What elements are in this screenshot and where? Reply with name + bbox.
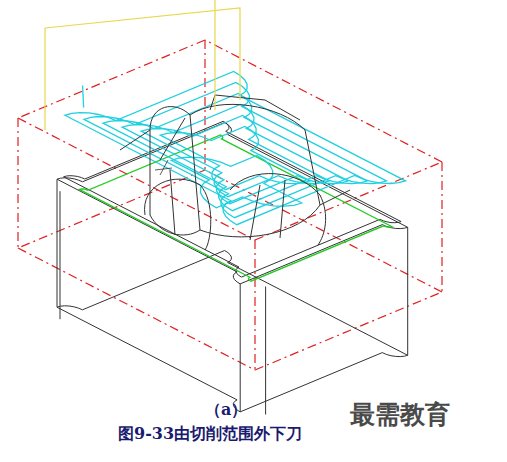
drawing-stroke <box>57 251 408 412</box>
drawing-stroke <box>18 248 255 370</box>
drawing-stroke <box>18 118 255 240</box>
drawing-stroke <box>18 170 205 248</box>
drawing-stroke <box>204 40 205 170</box>
subfigure-label: （a） <box>205 400 247 421</box>
drawing-stroke <box>255 292 442 370</box>
drawing-stroke <box>17 118 18 248</box>
drawing-stroke <box>65 71 406 224</box>
drawing-stroke <box>83 86 84 108</box>
drawing-stroke <box>254 240 255 370</box>
drawing-stroke <box>84 82 386 217</box>
drawing-stroke <box>171 156 301 208</box>
drawing-stroke <box>103 93 367 210</box>
drawing-stroke <box>441 162 442 292</box>
drawing-stroke <box>407 227 408 355</box>
drawing-stroke <box>240 284 241 412</box>
drawing-stroke <box>57 179 58 307</box>
drawing-stroke <box>79 135 392 281</box>
drawing-stroke <box>265 287 266 415</box>
watermark: 最需教育 <box>350 398 450 431</box>
figure-caption: 图9-33由切削范围外下刀 <box>118 424 302 445</box>
drawing-stroke <box>60 191 61 319</box>
